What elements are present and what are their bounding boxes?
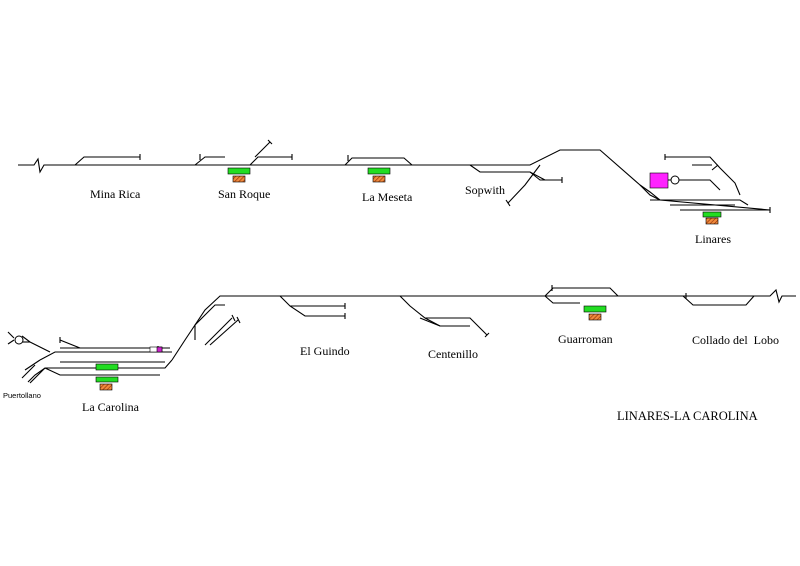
san-roque-platform — [227, 167, 251, 175]
station-label-la-meseta: La Meseta — [362, 190, 413, 204]
bottom-line-structures — [14, 305, 607, 391]
station-label-mina-rica: Mina Rica — [90, 187, 141, 201]
station-label-collado-del-lobo: Collado del Lobo — [692, 333, 779, 347]
station-label-linares: Linares — [695, 232, 731, 246]
la-carolina-turntable — [14, 335, 24, 345]
station-label-sopwith: Sopwith — [465, 183, 505, 197]
station-label-san-roque: San Roque — [218, 187, 270, 201]
station-label-centenillo: Centenillo — [428, 347, 478, 361]
station-label-la-carolina: La Carolina — [82, 400, 140, 414]
branch-label-puertollano: Puertollano — [3, 391, 41, 400]
linares-turntable — [670, 175, 680, 185]
top-line-structures — [227, 167, 722, 225]
linares-platform — [702, 211, 722, 218]
guarroman-platform — [583, 305, 607, 313]
la-carolina-shed-depot — [156, 346, 163, 353]
station-label-el-guindo: El Guindo — [300, 344, 350, 358]
top-line-tracks — [18, 139, 771, 213]
la-carolina-platform-2 — [95, 376, 119, 383]
linares-building — [705, 217, 719, 225]
guarroman-building — [588, 313, 602, 321]
la-carolina-platform — [95, 363, 119, 371]
la-meseta-platform — [367, 167, 391, 175]
station-label-guarroman: Guarroman — [558, 332, 613, 346]
bottom-line-tracks — [7, 285, 796, 384]
linares-depot — [649, 172, 669, 189]
la-carolina-building — [99, 383, 113, 391]
diagram-title: LINARES-LA CAROLINA — [617, 409, 758, 423]
station-labels: Mina Rica San Roque La Meseta Sopwith Li… — [3, 183, 779, 414]
san-roque-building — [232, 175, 246, 183]
la-meseta-building — [372, 175, 386, 183]
